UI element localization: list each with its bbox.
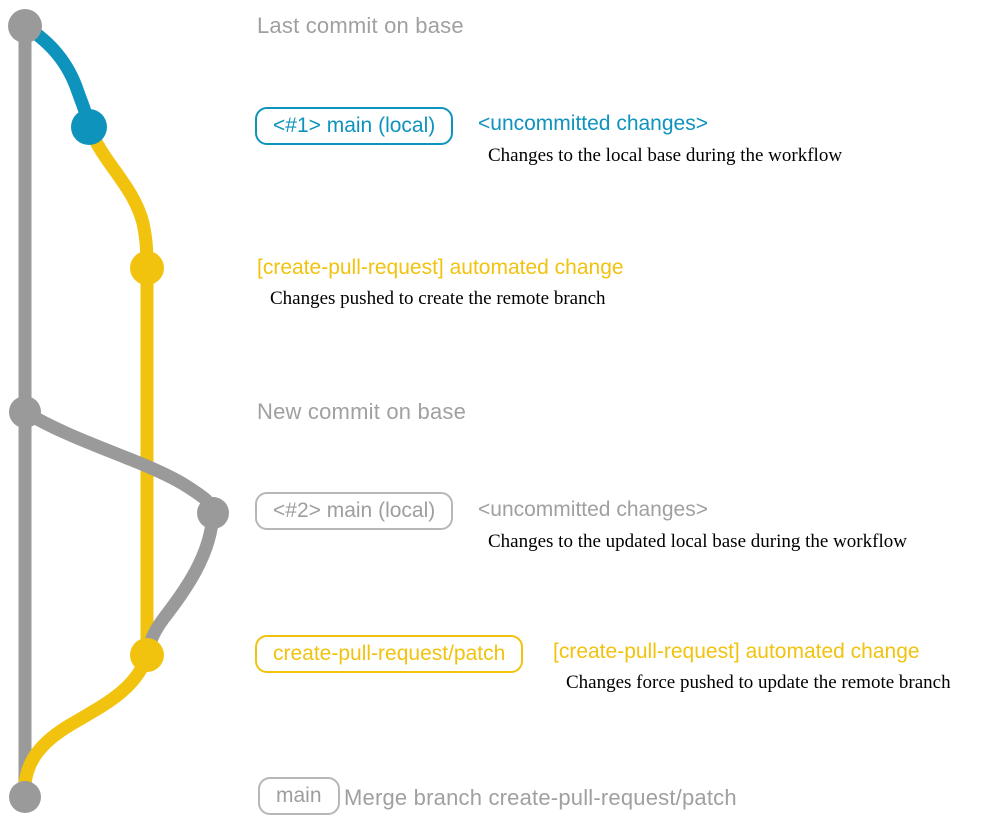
rebase-merge-curve xyxy=(141,512,220,656)
branch-badge-main: main xyxy=(258,777,340,815)
uncommitted-changes-description-1: Changes to the local base during the wor… xyxy=(488,145,843,166)
commit-dot-automated-2 xyxy=(130,638,164,672)
uncommitted-changes-label-1: <uncommitted changes> xyxy=(478,112,708,135)
commit-dot-uncommitted-1 xyxy=(71,109,107,145)
branch-badge-main-local-2: <#2> main (local) xyxy=(255,492,454,530)
commit-dot-last-base xyxy=(8,9,42,43)
commit-dot-new-base xyxy=(9,396,41,428)
commit-dot-uncommitted-2 xyxy=(197,497,229,529)
branch-badge-create-pull-request-patch: create-pull-request/patch xyxy=(255,635,524,673)
merge-to-base-curve xyxy=(18,652,154,797)
automated-change-description-1: Changes pushed to create the remote bran… xyxy=(270,288,606,309)
last-commit-on-base-label: Last commit on base xyxy=(257,13,464,38)
commit-dot-automated-1 xyxy=(130,251,164,285)
commit-dot-merge xyxy=(9,781,41,813)
uncommitted-changes-description-2: Changes to the updated local base during… xyxy=(488,531,907,552)
uncommitted-changes-label-2: <uncommitted changes> xyxy=(478,498,708,521)
new-commit-on-base-label: New commit on base xyxy=(257,399,467,424)
local-main-branch-curve-2 xyxy=(21,406,220,515)
patch-branch-curve-out xyxy=(82,124,154,269)
automated-change-label-2: [create-pull-request] automated change xyxy=(553,640,920,663)
automated-change-label-1: [create-pull-request] automated change xyxy=(257,256,624,279)
merge-branch-label: Merge branch create-pull-request/patch xyxy=(344,785,737,810)
automated-change-description-2: Changes force pushed to update the remot… xyxy=(566,672,951,693)
branch-badge-main-local-1: <#1> main (local) xyxy=(255,107,454,145)
git-graph xyxy=(8,9,229,813)
